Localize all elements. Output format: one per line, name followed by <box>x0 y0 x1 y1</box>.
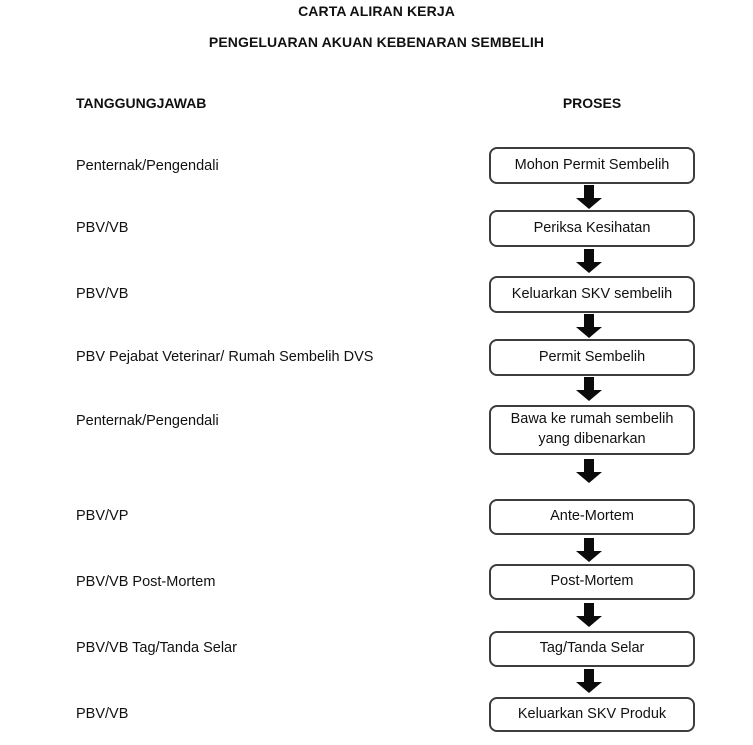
responsibility-label: PBV/VB <box>76 286 129 302</box>
down-arrow-icon <box>576 603 602 627</box>
process-box: Periksa Kesihatan <box>489 210 695 247</box>
process-box-label: Keluarkan SKV Produk <box>517 705 667 722</box>
responsibility-label: PBV/VP <box>76 508 129 524</box>
column-header-process: PROSES <box>562 95 622 111</box>
down-arrow-icon <box>576 185 602 209</box>
process-box-label: Ante-Mortem <box>550 508 634 525</box>
process-box-label: Permit Sembelih <box>538 348 646 365</box>
down-arrow-icon <box>576 249 602 273</box>
responsibility-label: PBV/VB Tag/Tanda Selar <box>76 640 237 656</box>
document-subtitle: PENGELUARAN AKUAN KEBENARAN SEMBELIH <box>208 34 545 50</box>
responsibility-label: PBV/VB <box>76 706 129 722</box>
responsibility-label: Penternak/Pengendali <box>76 413 219 429</box>
process-box: Bawa ke rumah sembelih yang dibenarkan <box>489 405 695 455</box>
process-box-label: Periksa Kesihatan <box>533 219 651 236</box>
down-arrow-icon <box>576 377 602 401</box>
down-arrow-icon <box>576 669 602 693</box>
responsibility-label: Penternak/Pengendali <box>76 158 219 174</box>
down-arrow-icon <box>576 314 602 338</box>
process-box: Permit Sembelih <box>489 339 695 376</box>
process-box: Keluarkan SKV Produk <box>489 697 695 732</box>
down-arrow-icon <box>576 459 602 483</box>
process-box-label: Post-Mortem <box>550 573 634 590</box>
responsibility-label: PBV Pejabat Veterinar/ Rumah Sembelih DV… <box>76 349 374 365</box>
process-box-label: Tag/Tanda Selar <box>539 640 645 657</box>
responsibility-label: PBV/VB <box>76 220 129 236</box>
process-box-label: Keluarkan SKV sembelih <box>511 285 673 302</box>
document-title: CARTA ALIRAN KERJA <box>298 3 455 19</box>
process-box: Mohon Permit Sembelih <box>489 147 695 184</box>
down-arrow-icon <box>576 538 602 562</box>
responsibility-label: PBV/VB Post-Mortem <box>76 574 216 590</box>
process-box: Tag/Tanda Selar <box>489 631 695 667</box>
process-box: Keluarkan SKV sembelih <box>489 276 695 313</box>
column-header-responsibility: TANGGUNGJAWAB <box>76 95 207 111</box>
process-box-label: Mohon Permit Sembelih <box>514 156 670 173</box>
process-box: Ante-Mortem <box>489 499 695 535</box>
process-box: Post-Mortem <box>489 564 695 600</box>
process-box-label: Bawa ke rumah sembelih yang dibenarkan <box>510 411 674 447</box>
